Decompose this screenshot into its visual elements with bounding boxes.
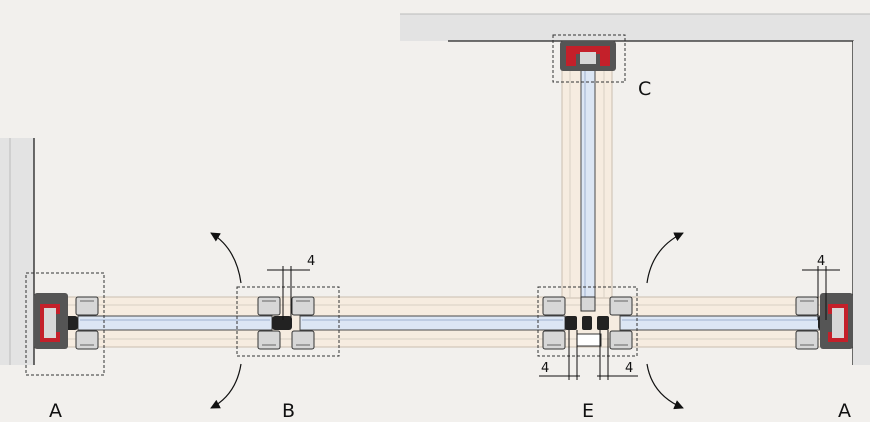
section-label-b: B [282,400,295,422]
wall-channel-right [820,293,853,349]
section-label-a-right: A [838,400,851,422]
swing-arrow-e-up [646,232,684,284]
glass-pane-2 [299,315,566,331]
wall-channel-top [560,41,616,71]
wall-left [0,138,35,365]
section-label-a-left: A [49,400,62,422]
swing-arrows [210,232,684,410]
wall-channel-left [34,293,68,349]
dim-label-e-left: 4 [541,361,549,376]
dim-label-e-right: 4 [625,361,633,376]
section-label-c: C [638,78,651,100]
glass-pane-3 [619,315,821,331]
swing-arrow-b-up [210,232,242,284]
dim-label-a-right: 4 [817,254,825,269]
detail-boxes [25,34,638,376]
section-label-e: E [582,400,594,422]
dim-label-b: 4 [307,254,315,269]
swing-arrow-b-down [210,363,242,409]
glass-pane-1 [77,315,273,331]
glass-pane-vertical [580,63,596,311]
profile-inner-lines [80,300,814,346]
swing-arrow-e-down [646,363,684,410]
e-junction-base [576,296,602,347]
dimension-lines [267,266,840,380]
